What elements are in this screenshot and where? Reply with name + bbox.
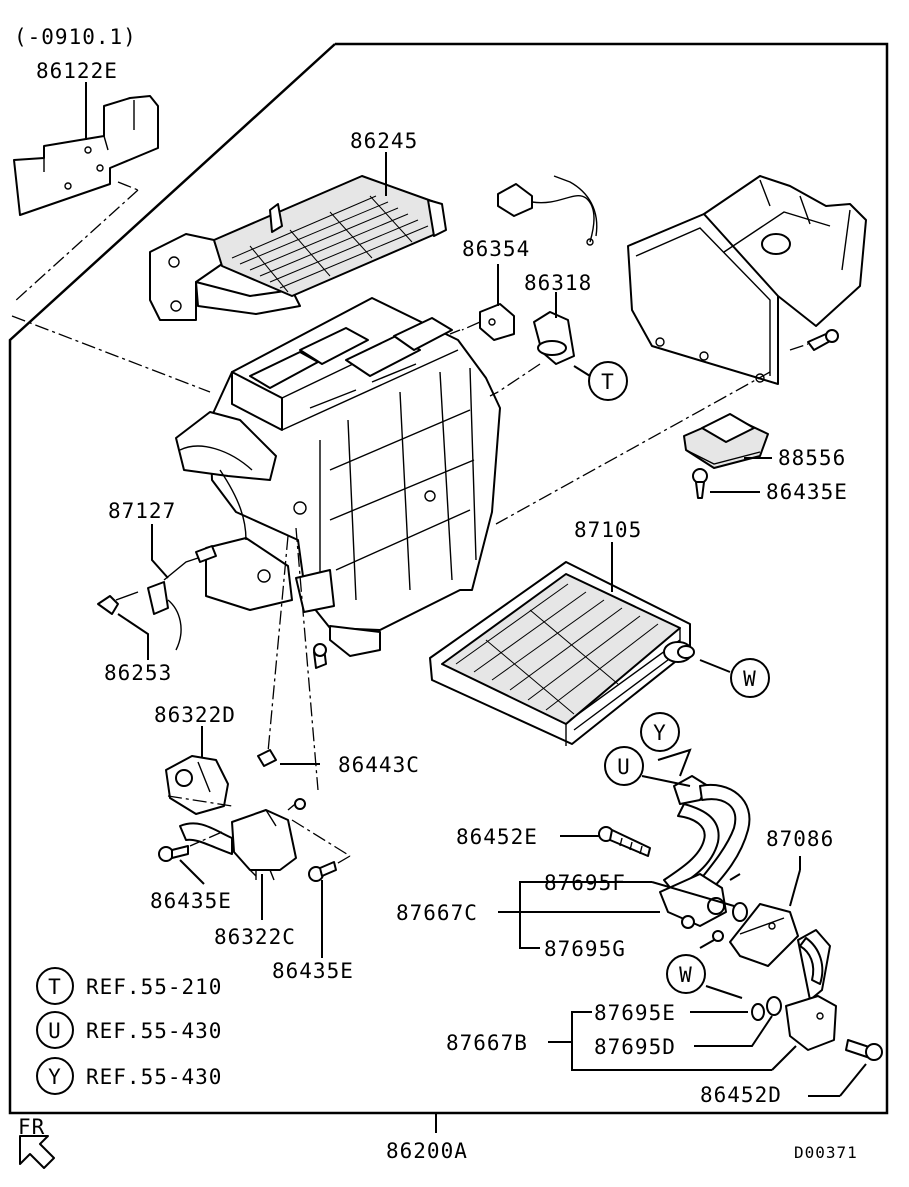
label-87695f: 87695F [544, 871, 626, 895]
screw-housing-bottom [313, 643, 327, 669]
date-range-note: (-0910.1) [14, 25, 137, 49]
o-ring-87695f [732, 902, 748, 922]
svg-text:U: U [617, 755, 631, 779]
callout-u: U [604, 746, 644, 786]
label-87105: 87105 [574, 518, 642, 542]
drawing-code: D00371 [794, 1143, 858, 1162]
label-86452d: 86452D [700, 1083, 782, 1107]
control-module-88556 [683, 413, 769, 469]
svg-text:REF.55-430: REF.55-430 [86, 1065, 222, 1089]
bracket-86354 [479, 303, 515, 341]
callout-t: T [588, 361, 628, 401]
direction-label: FR [18, 1115, 45, 1139]
sensor-86318 [533, 311, 575, 365]
label-86245: 86245 [350, 129, 418, 153]
evaporator-fins [455, 583, 659, 715]
evaporator-87105 [429, 561, 695, 746]
insulator-pad-86122e [13, 95, 159, 216]
label-86322d: 86322D [154, 703, 236, 727]
heater-core-fins [231, 195, 429, 293]
actuator-86322d [165, 755, 229, 815]
label-86452e: 86452E [456, 825, 538, 849]
label-87667c: 87667C [396, 901, 478, 925]
svg-text:Y: Y [653, 721, 667, 745]
heater-unit-housing [175, 297, 501, 657]
svg-text:T: T [48, 975, 62, 999]
label-87127: 87127 [108, 499, 176, 523]
assembly-frame [8, 42, 889, 1115]
svg-text:W: W [743, 667, 757, 691]
sensor-wire-connector [497, 175, 598, 246]
label-86322c: 86322C [214, 925, 296, 949]
o-ring-87695g [712, 930, 724, 942]
label-86253: 86253 [104, 661, 172, 685]
callout-w-top: W [730, 658, 770, 698]
sensor-86253 [97, 591, 139, 615]
label-86122e: 86122E [36, 59, 118, 83]
clip-86443c [257, 749, 277, 767]
label-88556: 88556 [778, 446, 846, 470]
callout-w-bottom: W [666, 954, 706, 994]
front-direction-arrow-icon [19, 1135, 55, 1169]
label-87695e: 87695E [594, 1001, 676, 1025]
screw-86435e-module [692, 468, 708, 499]
o-ring-87695e [751, 1003, 765, 1021]
air-duct-housing [627, 175, 867, 385]
cooler-pipe-87086 [659, 775, 751, 929]
bolt-86452d [845, 1039, 883, 1061]
label-87667b: 87667B [446, 1031, 528, 1055]
label-86318: 86318 [524, 271, 592, 295]
bolt-86452e [598, 826, 651, 857]
sensor-harness-87127 [147, 545, 217, 651]
heater-core-86245 [149, 175, 447, 321]
label-86435e-left: 86435E [150, 889, 232, 913]
o-ring-87695d [766, 996, 782, 1016]
label-86435e-module: 86435E [766, 480, 848, 504]
label-87695g: 87695G [544, 937, 626, 961]
screw-86435e-left [158, 845, 189, 862]
svg-text:REF.55-430: REF.55-430 [86, 1019, 222, 1043]
expansion-valve [729, 903, 799, 967]
reference-legend: T REF.55-210 U REF.55-430 Y REF.55-430 [36, 967, 222, 1095]
label-86443c: 86443C [338, 753, 420, 777]
svg-text:T: T [601, 370, 615, 394]
screw-86435e-right [308, 861, 337, 882]
label-87695d: 87695D [594, 1035, 676, 1059]
label-86435e-right: 86435E [272, 959, 354, 983]
screw-duct [807, 329, 839, 351]
svg-text:Y: Y [48, 1065, 62, 1089]
pipe-joint-87667b [785, 929, 837, 1051]
svg-text:REF.55-210: REF.55-210 [86, 975, 222, 999]
svg-text:U: U [48, 1019, 62, 1043]
actuator-86322c [179, 798, 306, 881]
callout-y: Y [640, 712, 680, 752]
label-87086: 87086 [766, 827, 834, 851]
svg-text:W: W [679, 963, 693, 987]
label-86354: 86354 [462, 237, 530, 261]
label-86200a: 86200A [386, 1139, 468, 1163]
